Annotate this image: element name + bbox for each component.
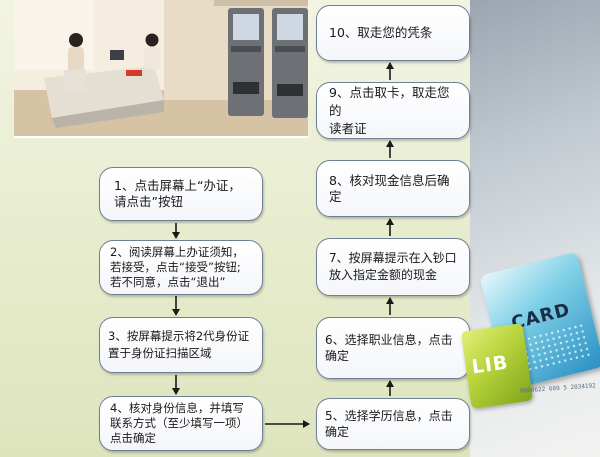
step-box-6: 6、选择职业信息，点击确定: [316, 317, 470, 379]
step-text-line: 联系方式（至少填写一项）: [110, 416, 248, 430]
lib-card-decoration: LIB: [460, 323, 534, 409]
service-hall-photo: [14, 0, 308, 138]
step-text-line: 若不同意，点击“退出”: [110, 275, 226, 289]
step-text-line: 10、取走您的凭条: [329, 25, 433, 40]
step-text-line: 读者证: [329, 120, 367, 136]
step-box-4: 4、核对身份信息，并填写联系方式（至少填写一项）点击确定: [99, 396, 263, 451]
step-box-10: 10、取走您的凭条: [316, 5, 470, 61]
step-text-line: 3、按屏幕提示将2代身份证: [108, 329, 250, 343]
step-10-text: 10、取走您的凭条: [329, 25, 461, 41]
step-box-9: 9、点击取卡，取走您的读者证: [316, 82, 470, 139]
step-text-line: 点击确定: [110, 431, 156, 445]
step-3-text: 3、按屏幕提示将2代身份证置于身份证扫描区域: [108, 328, 254, 362]
step-box-2: 2、阅读屏幕上办证须知，若接受，点击“接受”按钮;若不同意，点击“退出”: [99, 240, 263, 295]
step-text-line: 9、点击取卡，取走您的: [329, 84, 450, 118]
step-2-text: 2、阅读屏幕上办证须知，若接受，点击“接受”按钮;若不同意，点击“退出”: [110, 245, 254, 290]
step-8-text: 8、核对现金信息后确定: [329, 173, 461, 205]
step-box-5: 5、选择学历信息，点击确定: [316, 398, 470, 450]
step-1-text: 1、点击屏幕上“办证，请点击”按钮: [114, 178, 254, 210]
step-box-8: 8、核对现金信息后确定: [316, 160, 470, 217]
step-6-text: 6、选择职业信息，点击确定: [325, 332, 461, 364]
lib-label: LIB: [470, 351, 510, 379]
step-text-line: 6、选择职业信息，点击确定: [325, 333, 453, 363]
step-text-line: 1、点击屏幕上“办证，: [114, 178, 241, 193]
step-7-text: 7、按屏幕提示在入钞口放入指定金额的现金: [329, 250, 461, 284]
step-9-text: 9、点击取卡，取走您的读者证: [329, 84, 461, 138]
step-4-text: 4、核对身份信息，并填写联系方式（至少填写一项）点击确定: [110, 401, 254, 446]
step-box-7: 7、按屏幕提示在入钞口放入指定金额的现金: [316, 238, 470, 296]
step-text-line: 4、核对身份信息，并填写: [110, 401, 244, 415]
service-hall-illustration: [14, 0, 308, 136]
step-text-line: 置于身份证扫描区域: [108, 346, 212, 360]
step-text-line: 请点击”按钮: [114, 194, 183, 209]
step-text-line: 8、核对现金信息后确定: [329, 172, 450, 204]
step-text-line: 放入指定金额的现金: [329, 268, 438, 282]
step-box-1: 1、点击屏幕上“办证，请点击”按钮: [99, 167, 263, 221]
step-box-3: 3、按屏幕提示将2代身份证置于身份证扫描区域: [99, 317, 263, 373]
step-text-line: 若接受，点击“接受”按钮;: [110, 260, 241, 274]
step-text-line: 2、阅读屏幕上办证须知，: [110, 245, 244, 259]
step-text-line: 7、按屏幕提示在入钞口: [329, 251, 457, 265]
step-5-text: 5、选择学历信息，点击确定: [325, 408, 461, 440]
step-text-line: 5、选择学历信息，点击确定: [325, 409, 453, 439]
